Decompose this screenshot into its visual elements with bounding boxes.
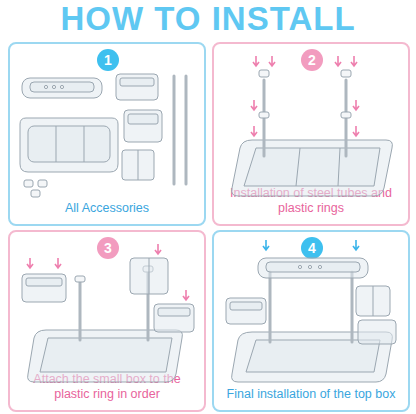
step-panel: Attach the small box to the plastic ring… bbox=[8, 230, 206, 412]
page-title: HOW TO INSTALL bbox=[0, 0, 416, 38]
step-caption: Attach the small box to the plastic ring… bbox=[18, 372, 196, 402]
step-number-circle: 2 bbox=[301, 49, 323, 71]
step-panel: Final installation of the top box 4 bbox=[212, 230, 410, 412]
step-panel: All Accessories 1 bbox=[8, 42, 206, 226]
step-caption: All Accessories bbox=[65, 201, 149, 216]
step-number: 4 bbox=[308, 240, 316, 256]
step-caption: Final installation of the top box bbox=[227, 387, 396, 402]
step-panel: Installation of steel tubes and plastic … bbox=[212, 42, 410, 226]
step-caption: Installation of steel tubes and plastic … bbox=[222, 186, 400, 216]
step-number-circle: 3 bbox=[97, 237, 119, 259]
tube-installation-illustration bbox=[232, 56, 393, 196]
step-number-circle: 1 bbox=[97, 49, 119, 71]
final-assembly-illustration bbox=[226, 240, 396, 382]
step-number: 2 bbox=[308, 52, 316, 68]
box-attachment-illustration bbox=[22, 244, 194, 382]
step-number-circle: 4 bbox=[301, 237, 323, 259]
step-number: 3 bbox=[104, 240, 112, 256]
step-number: 1 bbox=[104, 52, 112, 68]
accessories-illustration bbox=[20, 74, 186, 197]
